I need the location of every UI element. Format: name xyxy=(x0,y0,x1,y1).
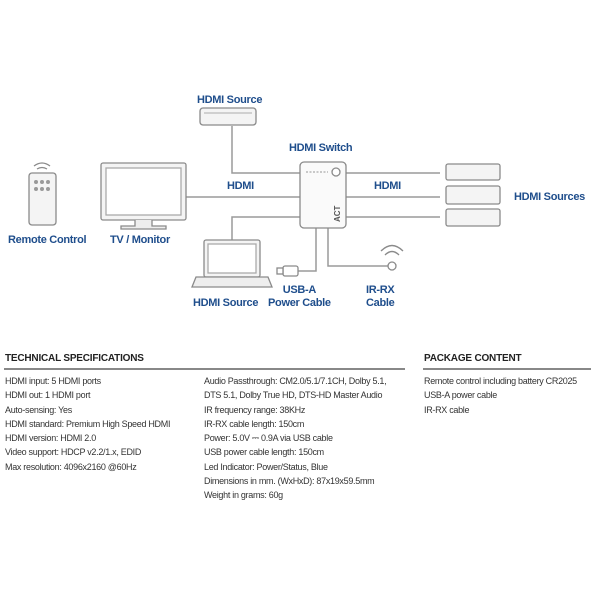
spec-item: Audio Passthrough: CM2.0/5.1/7.1CH, Dolb… xyxy=(204,376,387,386)
switch-logo: ACT xyxy=(333,205,342,222)
spec-item: HDMI version: HDMI 2.0 xyxy=(5,433,96,444)
spec-item: Led Indicator: Power/Status, Blue xyxy=(204,461,328,472)
spec-item: HDMI standard: Premium High Speed HDMI xyxy=(5,418,171,429)
label-ir-rx-line2: Cable xyxy=(366,297,395,309)
hdmi-source-right-1-icon xyxy=(445,163,501,181)
connection-diagram: ACT xyxy=(28,107,501,288)
spec-item: Weight in grams: 60g xyxy=(204,490,283,501)
label-ir-rx-line1: IR-RX xyxy=(366,284,395,296)
spec-item: IR frequency range: 38KHz xyxy=(204,404,306,415)
spec-column-1: HDMI input: 5 HDMI ports HDMI out: 1 HDM… xyxy=(5,374,170,474)
cable-usb xyxy=(298,228,317,272)
spec-item: Video support: HDCP v2.2/1.x, EDID xyxy=(5,447,142,458)
label-hdmi-right: HDMI xyxy=(374,180,401,192)
hdmi-source-box-icon xyxy=(199,107,257,126)
usb-plug-icon xyxy=(282,265,299,277)
spec-item: Dimensions in mm. (WxHxD): 87x19x59.5mm xyxy=(204,476,375,487)
remote-control-icon xyxy=(28,172,57,226)
technical-specifications-title: TECHNICAL SPECIFICATIONS xyxy=(5,353,144,364)
hdmi-source-right-3-icon xyxy=(445,208,501,227)
label-tv-monitor: TV / Monitor xyxy=(110,234,170,246)
package-content-list: Remote control including battery CR2025 … xyxy=(424,374,577,417)
cable-top-source xyxy=(231,126,300,174)
package-content-title: PACKAGE CONTENT xyxy=(424,353,522,364)
label-hdmi-source-bottom: HDMI Source xyxy=(193,297,259,309)
spec-item: Auto-sensing: Yes xyxy=(5,404,72,415)
spec-divider xyxy=(4,368,405,370)
cable-ir xyxy=(327,228,388,267)
label-ir-rx-cable: IR-RX Cable xyxy=(366,284,395,310)
label-hdmi-left: HDMI xyxy=(227,180,254,192)
spec-item: Max resolution: 4096x2160 @60Hz xyxy=(5,461,137,472)
package-item: IR-RX cable xyxy=(424,404,470,415)
label-usb-a-line1: USB-A xyxy=(282,284,317,296)
package-divider xyxy=(423,368,591,370)
spec-column-2: Audio Passthrough: CM2.0/5.1/7.1CH, Dolb… xyxy=(204,374,387,503)
cable-laptop xyxy=(231,216,300,240)
spec-item: HDMI out: 1 HDMI port xyxy=(5,390,91,401)
label-usb-a-power-cable: USB-A Power Cable xyxy=(268,284,331,310)
label-hdmi-source-top: HDMI Source xyxy=(197,94,263,106)
spec-item: DTS 5.1, Dolby True HD, DTS-HD Master Au… xyxy=(204,390,383,401)
label-hdmi-sources: HDMI Sources xyxy=(514,191,585,203)
ir-receiver-icon xyxy=(387,261,397,271)
spec-item: Power: 5.0V ⎓ 0.9A via USB cable xyxy=(204,433,333,444)
spec-item: IR-RX cable length: 150cm xyxy=(204,418,305,429)
spec-item: HDMI input: 5 HDMI ports xyxy=(5,376,101,386)
label-hdmi-switch: HDMI Switch xyxy=(289,142,353,154)
label-remote-control: Remote Control xyxy=(8,234,87,246)
package-item: USB-A power cable xyxy=(424,390,497,401)
label-usb-a-line2: Power Cable xyxy=(268,297,331,309)
hdmi-switch-icon xyxy=(299,161,347,229)
package-item: Remote control including battery CR2025 xyxy=(424,376,577,386)
hdmi-source-right-2-icon xyxy=(445,185,501,205)
spec-item: USB power cable length: 150cm xyxy=(204,447,324,458)
